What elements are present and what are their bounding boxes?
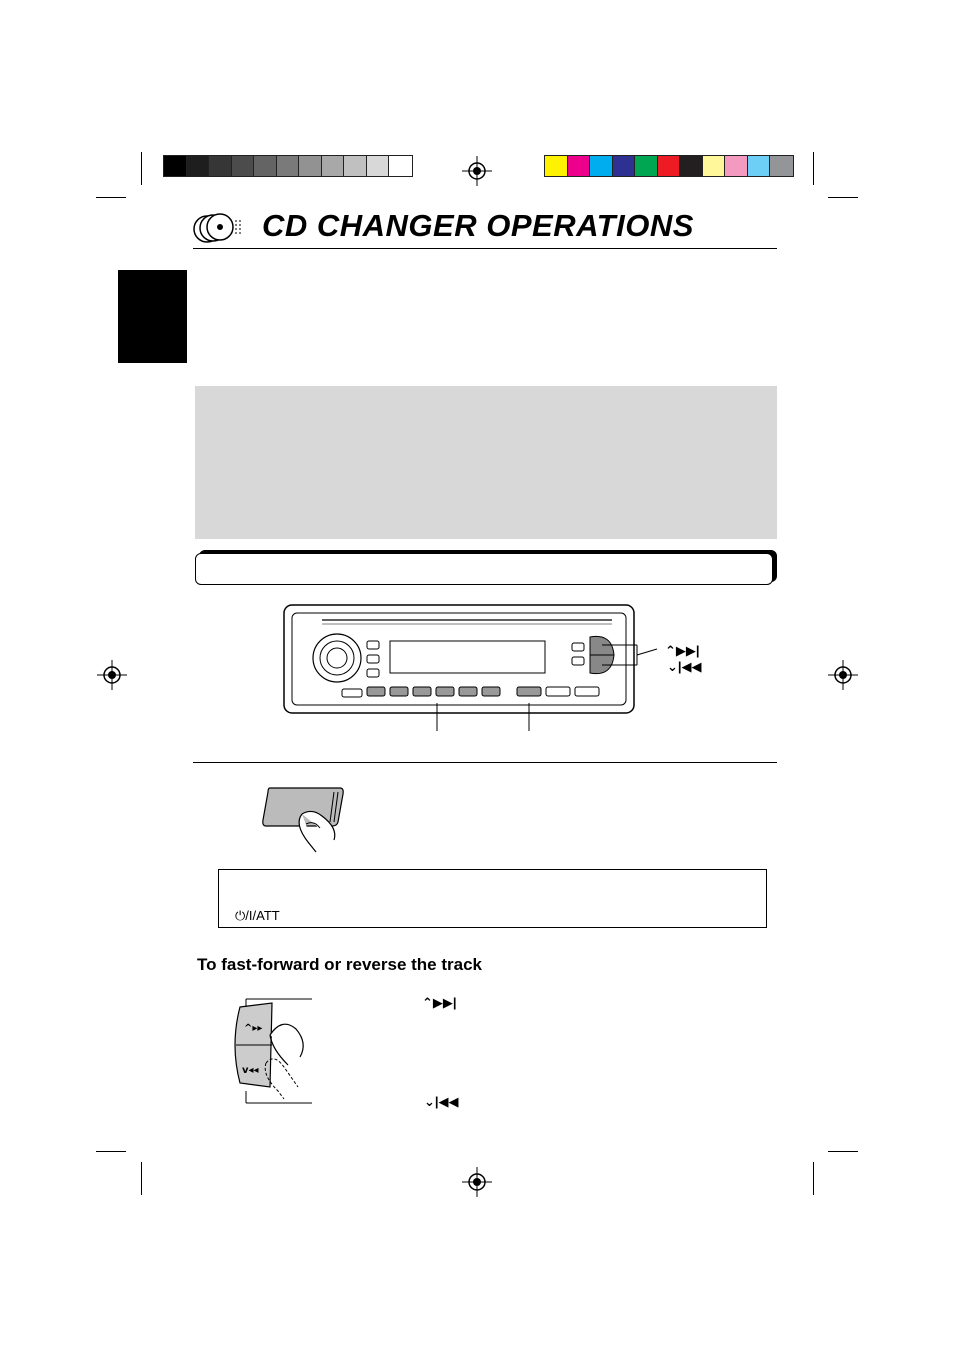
calibration-swatch <box>344 156 367 176</box>
calibration-swatch <box>747 156 770 176</box>
section-header-box <box>195 553 773 585</box>
section-divider <box>193 762 777 763</box>
calibration-swatch <box>164 156 187 176</box>
calibration-swatch <box>276 156 299 176</box>
fast-forward-symbol: ⌃▶▶| <box>422 995 457 1010</box>
calibration-swatch <box>702 156 725 176</box>
calibration-swatch <box>635 156 658 176</box>
calibration-swatch <box>725 156 748 176</box>
calibration-swatch <box>590 156 613 176</box>
calibration-swatch <box>186 156 209 176</box>
registration-mark-icon <box>97 660 127 690</box>
crop-mark <box>813 152 814 185</box>
crop-mark <box>141 1162 142 1195</box>
fast-forward-heading: To fast-forward or reverse the track <box>197 955 482 974</box>
calibration-swatch <box>567 156 590 176</box>
power-attenuator-label: ⏻/I/ATT <box>235 908 280 923</box>
crop-mark <box>141 152 142 185</box>
calibration-swatch <box>389 156 412 176</box>
registration-mark-icon <box>462 1167 492 1197</box>
color-calibration-bar <box>544 155 794 177</box>
svg-text:^▸▸: ^▸▸ <box>244 1023 262 1034</box>
calibration-swatch <box>254 156 277 176</box>
grayscale-calibration-bar <box>163 155 413 177</box>
page-title: CD CHANGER OPERATIONS <box>262 208 694 243</box>
registration-mark-icon <box>462 156 492 186</box>
button-press-illustration <box>262 787 344 853</box>
crop-mark <box>813 1162 814 1195</box>
crop-mark <box>828 197 858 198</box>
calibration-swatch <box>299 156 322 176</box>
crop-mark <box>828 1151 858 1152</box>
calibration-swatch <box>231 156 254 176</box>
calibration-swatch <box>680 156 703 176</box>
down-skip-label: ⌄|◀◀ <box>667 659 702 674</box>
calibration-swatch <box>657 156 680 176</box>
cd-changer-icon <box>193 213 241 243</box>
info-panel <box>195 386 777 539</box>
registration-mark-icon <box>828 660 858 690</box>
crop-mark <box>96 1151 126 1152</box>
svg-text:v◂◂: v◂◂ <box>242 1065 259 1076</box>
calibration-swatch <box>209 156 232 176</box>
crop-mark <box>96 197 126 198</box>
language-tab <box>118 270 187 363</box>
calibration-swatch <box>366 156 389 176</box>
calibration-swatch <box>612 156 635 176</box>
reverse-symbol: ⌄|◀◀ <box>424 1094 459 1109</box>
note-box: ⏻/I/ATT <box>218 869 767 928</box>
title-divider <box>193 248 777 249</box>
up-skip-label: ⌃▶▶| <box>665 643 700 658</box>
skip-button-press-illustration: ^▸▸ v◂◂ <box>234 998 312 1104</box>
calibration-swatch <box>545 156 568 176</box>
car-stereo-panel-illustration <box>283 604 658 731</box>
calibration-swatch <box>770 156 793 176</box>
calibration-swatch <box>321 156 344 176</box>
